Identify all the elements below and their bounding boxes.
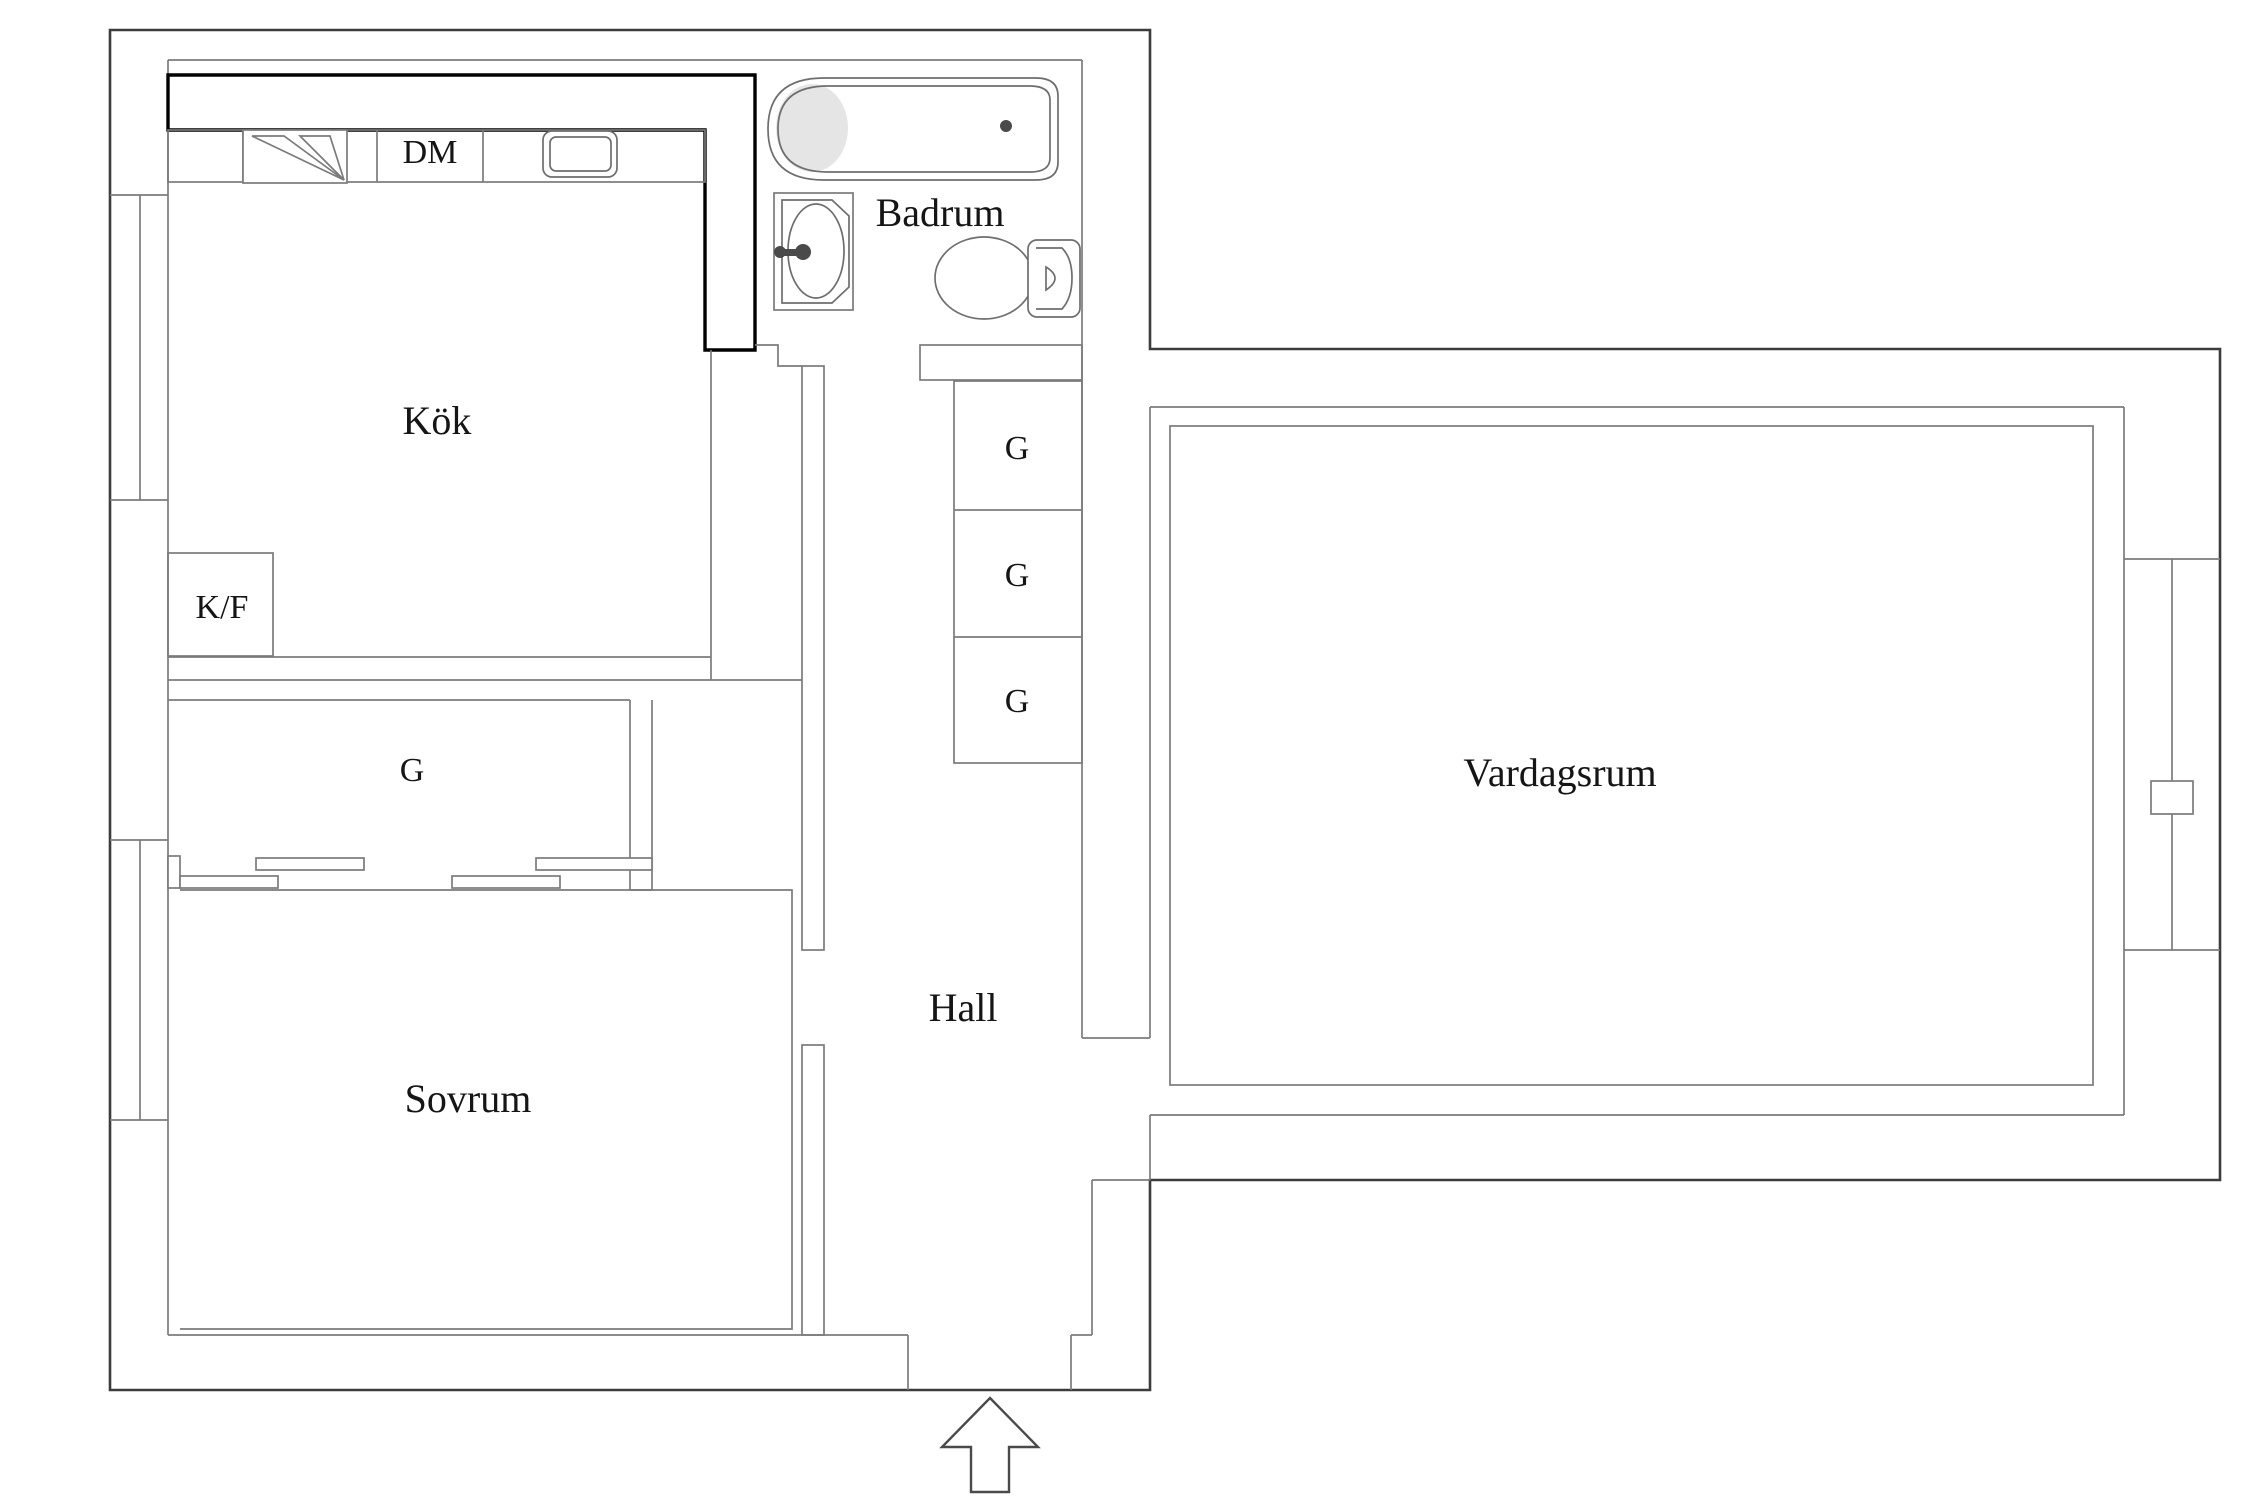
faucet-knob — [774, 246, 786, 258]
closet-sliding-door-2 — [255, 857, 365, 871]
kitchen-appliance-row — [167, 129, 706, 183]
kitchen-counter — [166, 73, 757, 352]
stove-burner-icon-1 — [251, 135, 345, 181]
closet-sliding-door-3 — [451, 875, 561, 889]
hall-west-wall-lower — [801, 1044, 825, 1336]
bathroom-sink-cabinet — [773, 192, 854, 311]
faucet-stem — [779, 249, 803, 256]
toilet-flush-button — [1045, 265, 1056, 292]
kitchen-label: Kök — [403, 398, 472, 443]
hall-wardrobe-label-3: G — [1005, 683, 1030, 720]
exterior-outer-wall — [108, 28, 2222, 1392]
dishwasher-label: DM — [403, 134, 458, 171]
entrance-arrow-icon — [939, 1396, 1041, 1494]
livingroom-label: Vardagsrum — [1463, 750, 1656, 795]
stove-burner-icon-2 — [297, 135, 345, 181]
hall-label: Hall — [929, 985, 998, 1030]
hall-wardrobe-label-1: G — [1005, 430, 1030, 467]
bathtub-inner — [777, 85, 1051, 173]
kitchen-sink-basin — [549, 136, 612, 172]
bathtub-drain — [1000, 120, 1012, 132]
closet-left-jamb — [167, 855, 181, 889]
toilet-bowl — [934, 236, 1034, 320]
bedroom-label: Sovrum — [405, 1076, 532, 1121]
hall-west-wall-upper — [801, 365, 825, 951]
closet-sliding-door-1 — [179, 875, 279, 889]
bathroom-label: Badrum — [876, 190, 1005, 235]
fridge-freezer — [167, 552, 274, 657]
hall-wardrobe-label-2: G — [1005, 557, 1030, 594]
bathtub-shade — [776, 84, 848, 172]
bathroom-wall-step — [755, 344, 802, 367]
bathtub — [767, 77, 1059, 181]
bedroom-closet-label: G — [400, 752, 425, 789]
faucet-head — [795, 244, 811, 260]
fridge-freezer-label: K/F — [196, 589, 249, 626]
livingroom-floor-inset — [1169, 425, 2094, 1086]
bathroom-wall-right — [919, 344, 1083, 381]
hall-wardrobe-column — [953, 380, 1083, 764]
livingroom-window-handle — [2150, 780, 2194, 815]
bedroom-floor-inset — [180, 889, 793, 1330]
closet-sliding-door-4 — [535, 857, 653, 871]
